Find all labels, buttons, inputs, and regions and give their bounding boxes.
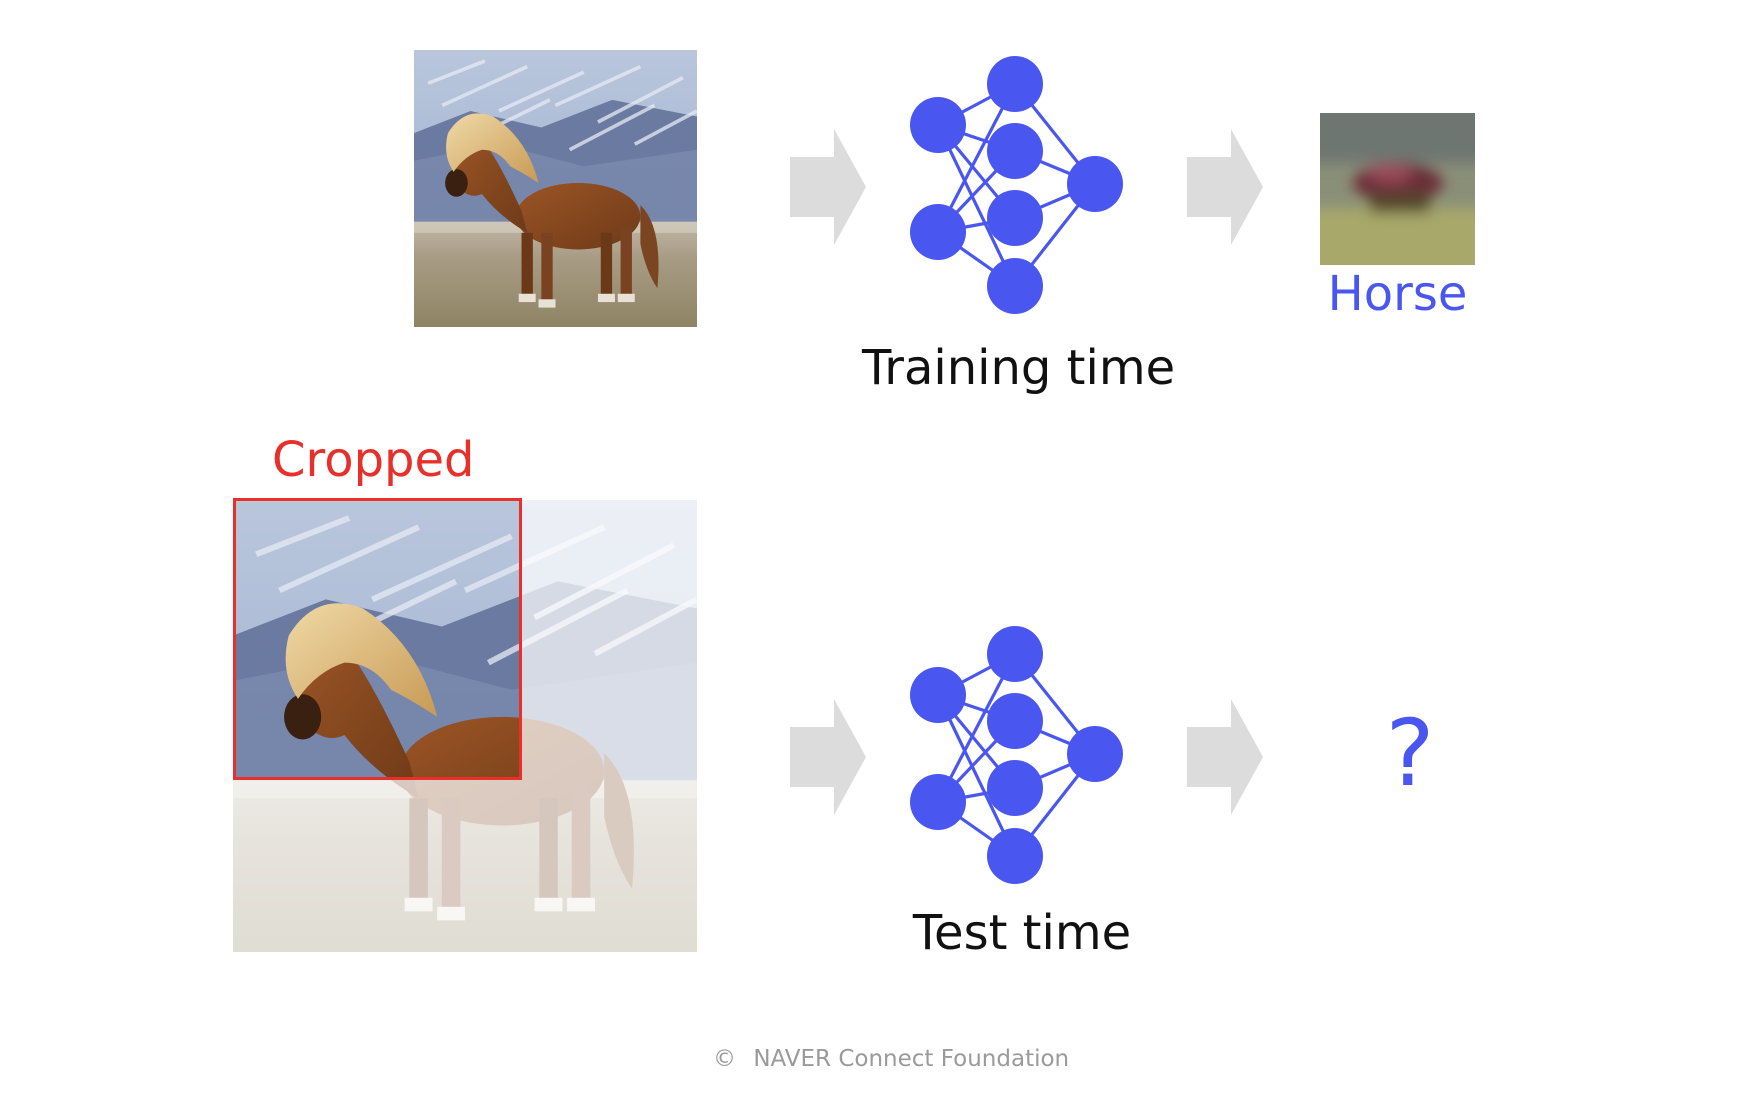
footer-text: NAVER Connect Foundation	[753, 1046, 1070, 1072]
training-output-label: Horse	[1327, 266, 1468, 322]
training-caption: Training time	[862, 340, 1176, 396]
copyright-icon: ©	[713, 1046, 736, 1072]
test-arrow-in	[790, 699, 866, 815]
test-neural-network-icon	[908, 624, 1128, 888]
test-output-label: ?	[1385, 700, 1435, 807]
training-arrow-in	[790, 129, 866, 245]
crop-bounding-box	[233, 498, 522, 780]
blurred-output-image	[1320, 113, 1475, 265]
test-caption: Test time	[912, 905, 1132, 961]
test-arrow-out	[1187, 699, 1263, 815]
footer: © NAVER Connect Foundation	[713, 1046, 1069, 1072]
training-arrow-out	[1187, 129, 1263, 245]
cropped-label: Cropped	[272, 432, 475, 488]
training-input-image	[414, 50, 697, 327]
training-neural-network-icon	[908, 54, 1128, 318]
